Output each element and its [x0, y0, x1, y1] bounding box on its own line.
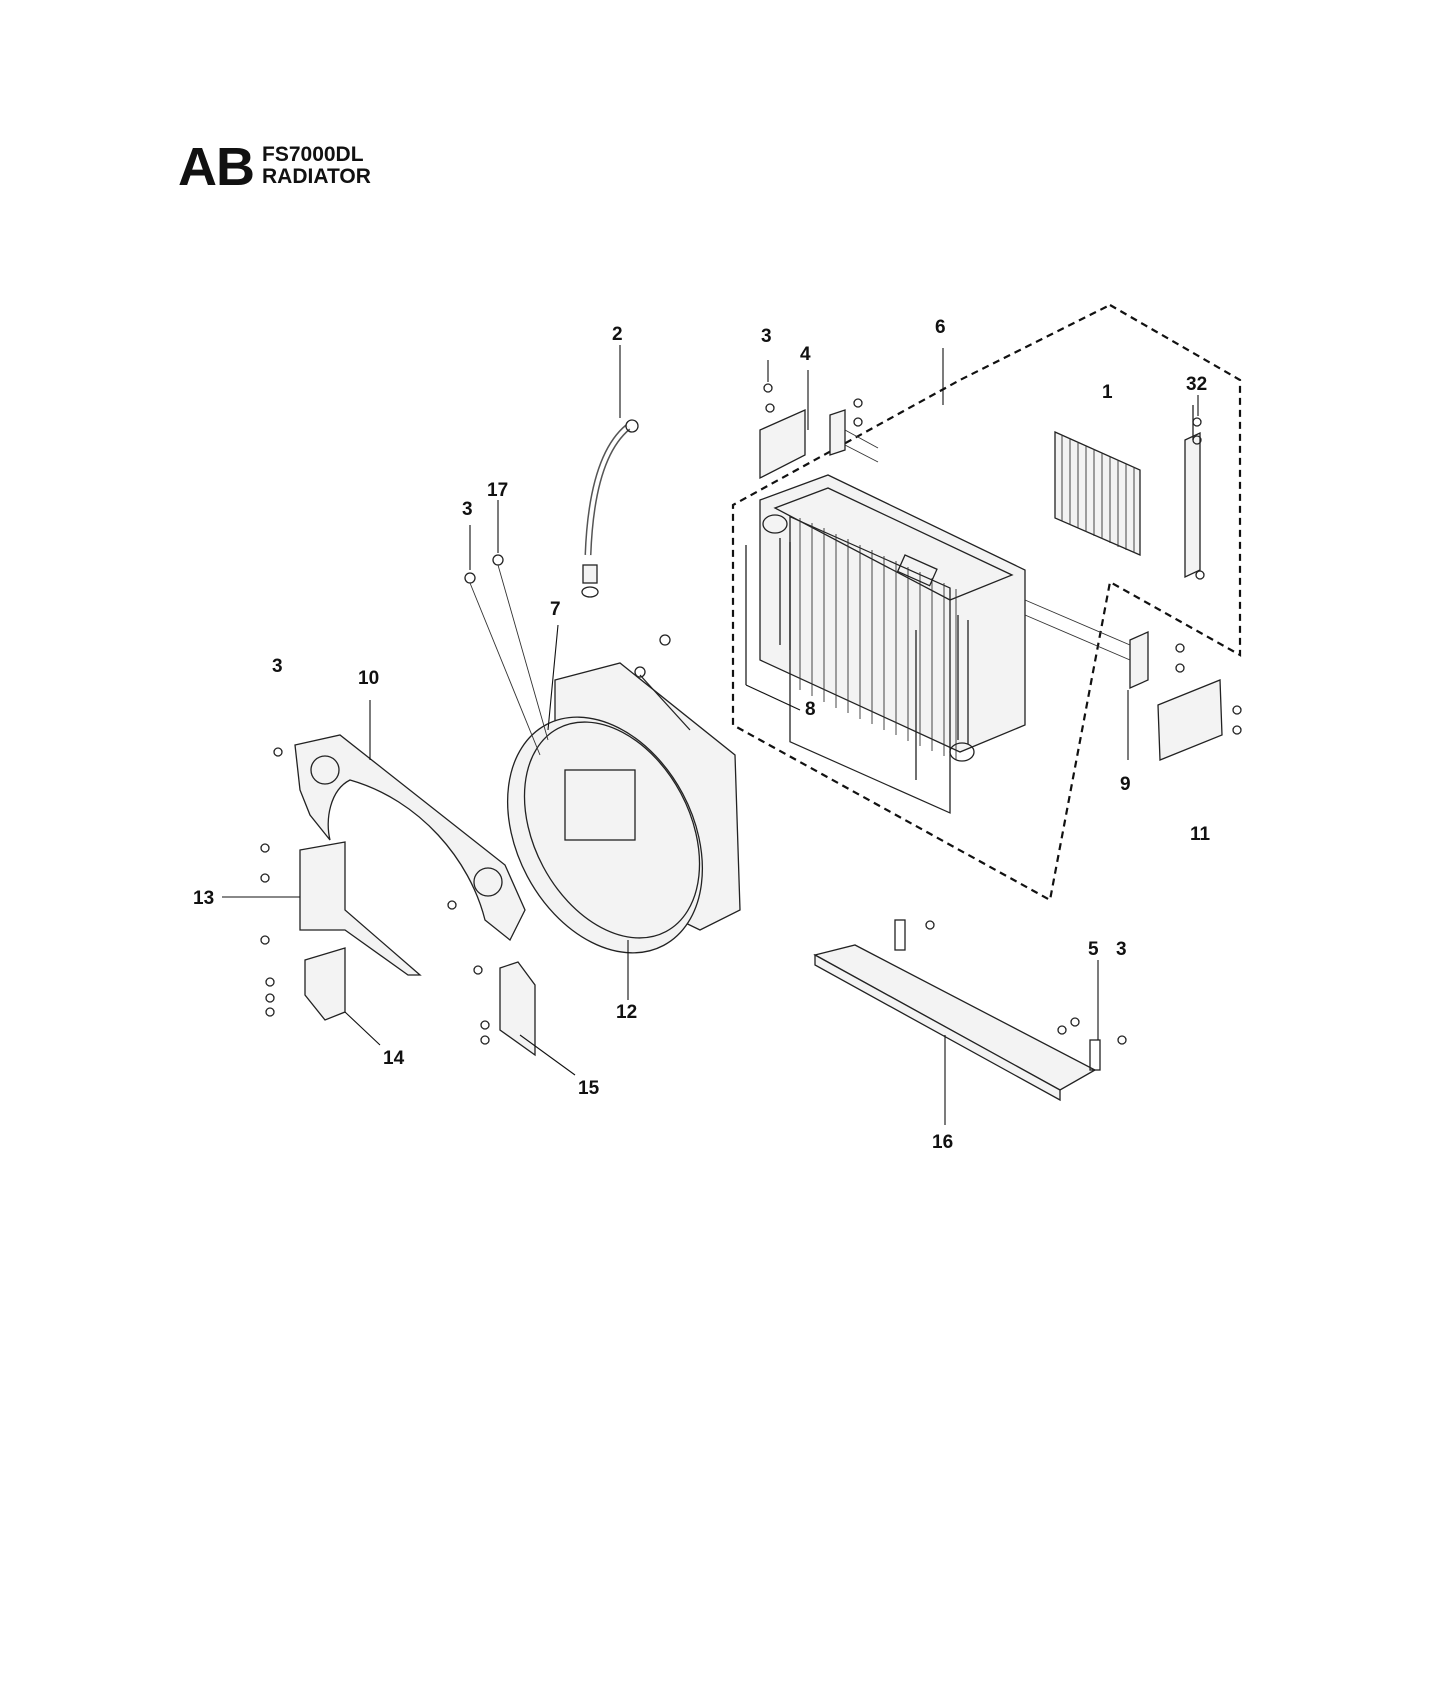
leader-lines — [222, 345, 1199, 1125]
callout-2: 2 — [612, 324, 623, 345]
radiator-core — [759, 474, 1026, 814]
header-titles: FS7000DL RADIATOR — [262, 144, 371, 188]
radiator-assembly-boundary — [731, 303, 1242, 902]
callout-16: 16 — [932, 1132, 953, 1153]
callout-17: 17 — [487, 480, 508, 501]
callout-14: 14 — [383, 1048, 405, 1069]
shroud-plate — [273, 734, 526, 942]
callout-32: 32 — [1186, 374, 1207, 395]
callout-3: 3 — [272, 656, 283, 677]
callout-3: 3 — [761, 326, 772, 347]
lower-left-bracket — [260, 841, 422, 976]
model-name: FS7000DL — [262, 143, 364, 166]
page-header: AB FS7000DL RADIATOR — [178, 140, 371, 194]
section-code: AB — [178, 137, 255, 197]
callout-10: 10 — [358, 668, 379, 689]
right-bracket — [1024, 599, 1242, 761]
oil-cooler — [1054, 430, 1141, 556]
callout-11: 11 — [1190, 824, 1211, 845]
callout-labels: 1 2 3 3 3 3 4 5 6 7 8 9 10 11 12 13 14 1… — [193, 317, 1211, 1153]
callout-5: 5 — [1088, 939, 1099, 960]
small-bracket-14 — [265, 947, 346, 1021]
callout-1: 1 — [1102, 382, 1113, 403]
callout-12: 12 — [616, 1002, 637, 1023]
small-bracket-15 — [473, 961, 536, 1057]
fan-shroud — [506, 662, 741, 954]
callout-7: 7 — [550, 599, 561, 620]
section-title: RADIATOR — [262, 165, 371, 188]
callout-8: 8 — [805, 699, 816, 720]
callout-9: 9 — [1120, 774, 1131, 795]
upper-bracket — [759, 383, 879, 480]
callout-13: 13 — [193, 888, 214, 909]
callout-6: 6 — [935, 317, 946, 338]
cooler-bracket — [1184, 405, 1205, 580]
bottom-support-bar — [813, 919, 1127, 1102]
callout-15: 15 — [578, 1078, 600, 1099]
callout-4: 4 — [800, 344, 811, 365]
callout-3: 3 — [1116, 939, 1127, 960]
callout-3: 3 — [462, 499, 473, 520]
overflow-hose — [581, 419, 639, 598]
mounting-screws — [464, 554, 671, 756]
